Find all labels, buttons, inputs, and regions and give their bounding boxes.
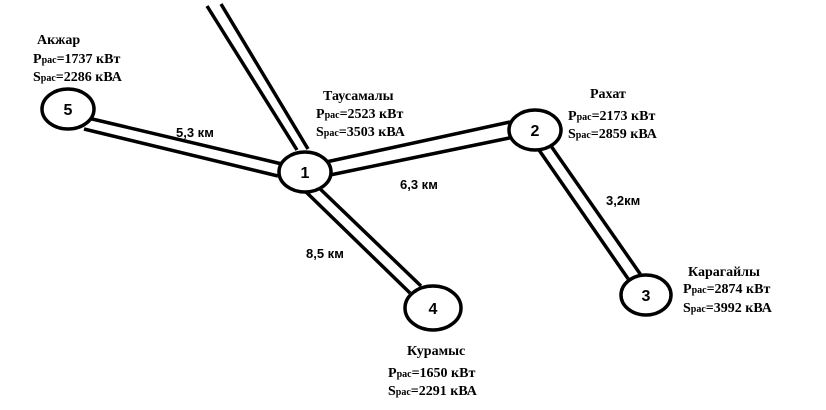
node-5-name: Акжар (37, 33, 80, 48)
edge-1-2 (325, 120, 515, 177)
node-1-p: Pрас=2523 кВт (316, 107, 403, 122)
line-feed (205, 3, 310, 151)
node-1-info: Таусамалы Pрас=2523 кВт Sрас=3503 кВА (316, 89, 406, 140)
node-3-number: 3 (642, 288, 651, 305)
edge-label-2-3: 3,2км (606, 193, 640, 208)
node-3-s: Sрас=3992 кВА (683, 301, 773, 316)
node-4-name: Курамыс (407, 344, 465, 359)
node-4-p: Pрас=1650 кВт (388, 366, 475, 381)
node-1-name: Таусамалы (323, 89, 394, 104)
node-1-s: Sрас=3503 кВА (316, 125, 406, 140)
node-2-p: Pрас=2173 кВт (568, 109, 655, 124)
node-2-s: Sрас=2859 кВА (568, 127, 658, 142)
node-2[interactable]: 2 (507, 108, 563, 152)
node-3-p: Pрас=2874 кВт (683, 282, 770, 297)
node-1[interactable]: 1 (277, 150, 333, 194)
node-5-info: Акжар Pрас=1737 кВт Sрас=2286 кВА (33, 33, 123, 85)
node-3-name: Карагайлы (688, 265, 760, 280)
edge-label-1-2: 6,3 км (400, 177, 438, 192)
node-3[interactable]: 3 (619, 273, 673, 317)
node-2-name: Рахат (590, 87, 626, 102)
node-4-s: Sрас=2291 кВА (388, 384, 478, 399)
node-4[interactable]: 4 (403, 284, 463, 332)
edge-1-4 (302, 182, 423, 295)
node-5[interactable]: 5 (40, 87, 96, 131)
node-5-number: 5 (64, 102, 73, 119)
edge-1-5 (83, 116, 283, 178)
node-4-info: Курамыс Pрас=1650 кВт Sрас=2291 кВА (388, 344, 478, 399)
edge-label-1-4: 8,5 км (306, 246, 344, 261)
node-3-info: Карагайлы Pрас=2874 кВт Sрас=3992 кВА (683, 265, 773, 316)
edge-2-3 (537, 144, 645, 284)
node-4-number: 4 (429, 301, 438, 318)
edge-label-1-5: 5,3 км (176, 125, 214, 140)
node-5-p: Pрас=1737 кВт (33, 52, 120, 67)
node-1-number: 1 (301, 165, 310, 182)
node-5-s: Sрас=2286 кВА (33, 70, 123, 85)
node-2-number: 2 (531, 123, 540, 140)
node-2-info: Рахат Pрас=2173 кВт Sрас=2859 кВА (568, 87, 658, 142)
